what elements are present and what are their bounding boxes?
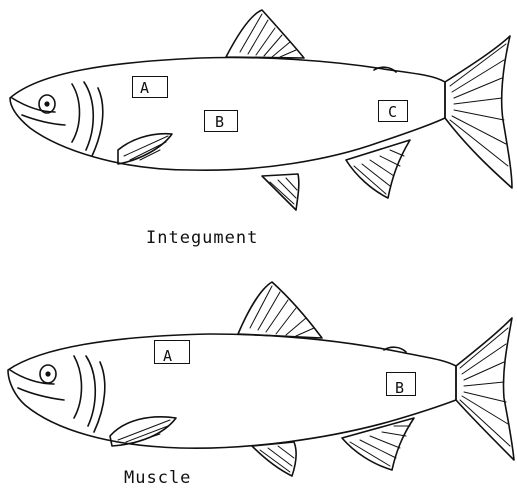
integument-site-b: B [204, 110, 238, 132]
muscle-site-b-label: B [395, 381, 404, 396]
gill-lines [74, 356, 105, 432]
muscle-site-a-label: A [163, 349, 172, 364]
muscle-site-b: B [386, 372, 416, 396]
integument-caption: Integument [146, 228, 258, 248]
integument-fish-drawing [0, 0, 517, 250]
dorsal-fin [226, 10, 304, 58]
caudal-fin [456, 318, 514, 460]
integument-fish: A B C Integument [0, 0, 517, 250]
pupil [45, 371, 50, 376]
muscle-fish: A B Muscle [0, 270, 517, 489]
integument-site-c-label: C [388, 105, 397, 120]
pelvic-fin [252, 442, 296, 476]
caudal-fin [445, 36, 512, 188]
muscle-caption: Muscle [124, 468, 191, 488]
gill-lines [72, 82, 103, 156]
integument-site-a: A [132, 76, 168, 98]
muscle-site-a: A [154, 340, 190, 364]
integument-site-b-label: B [215, 115, 224, 130]
pupil [44, 101, 49, 106]
integument-site-a-label: A [140, 81, 149, 96]
anal-fin [346, 140, 410, 198]
integument-site-c: C [378, 100, 408, 122]
muscle-fish-drawing [0, 270, 517, 489]
